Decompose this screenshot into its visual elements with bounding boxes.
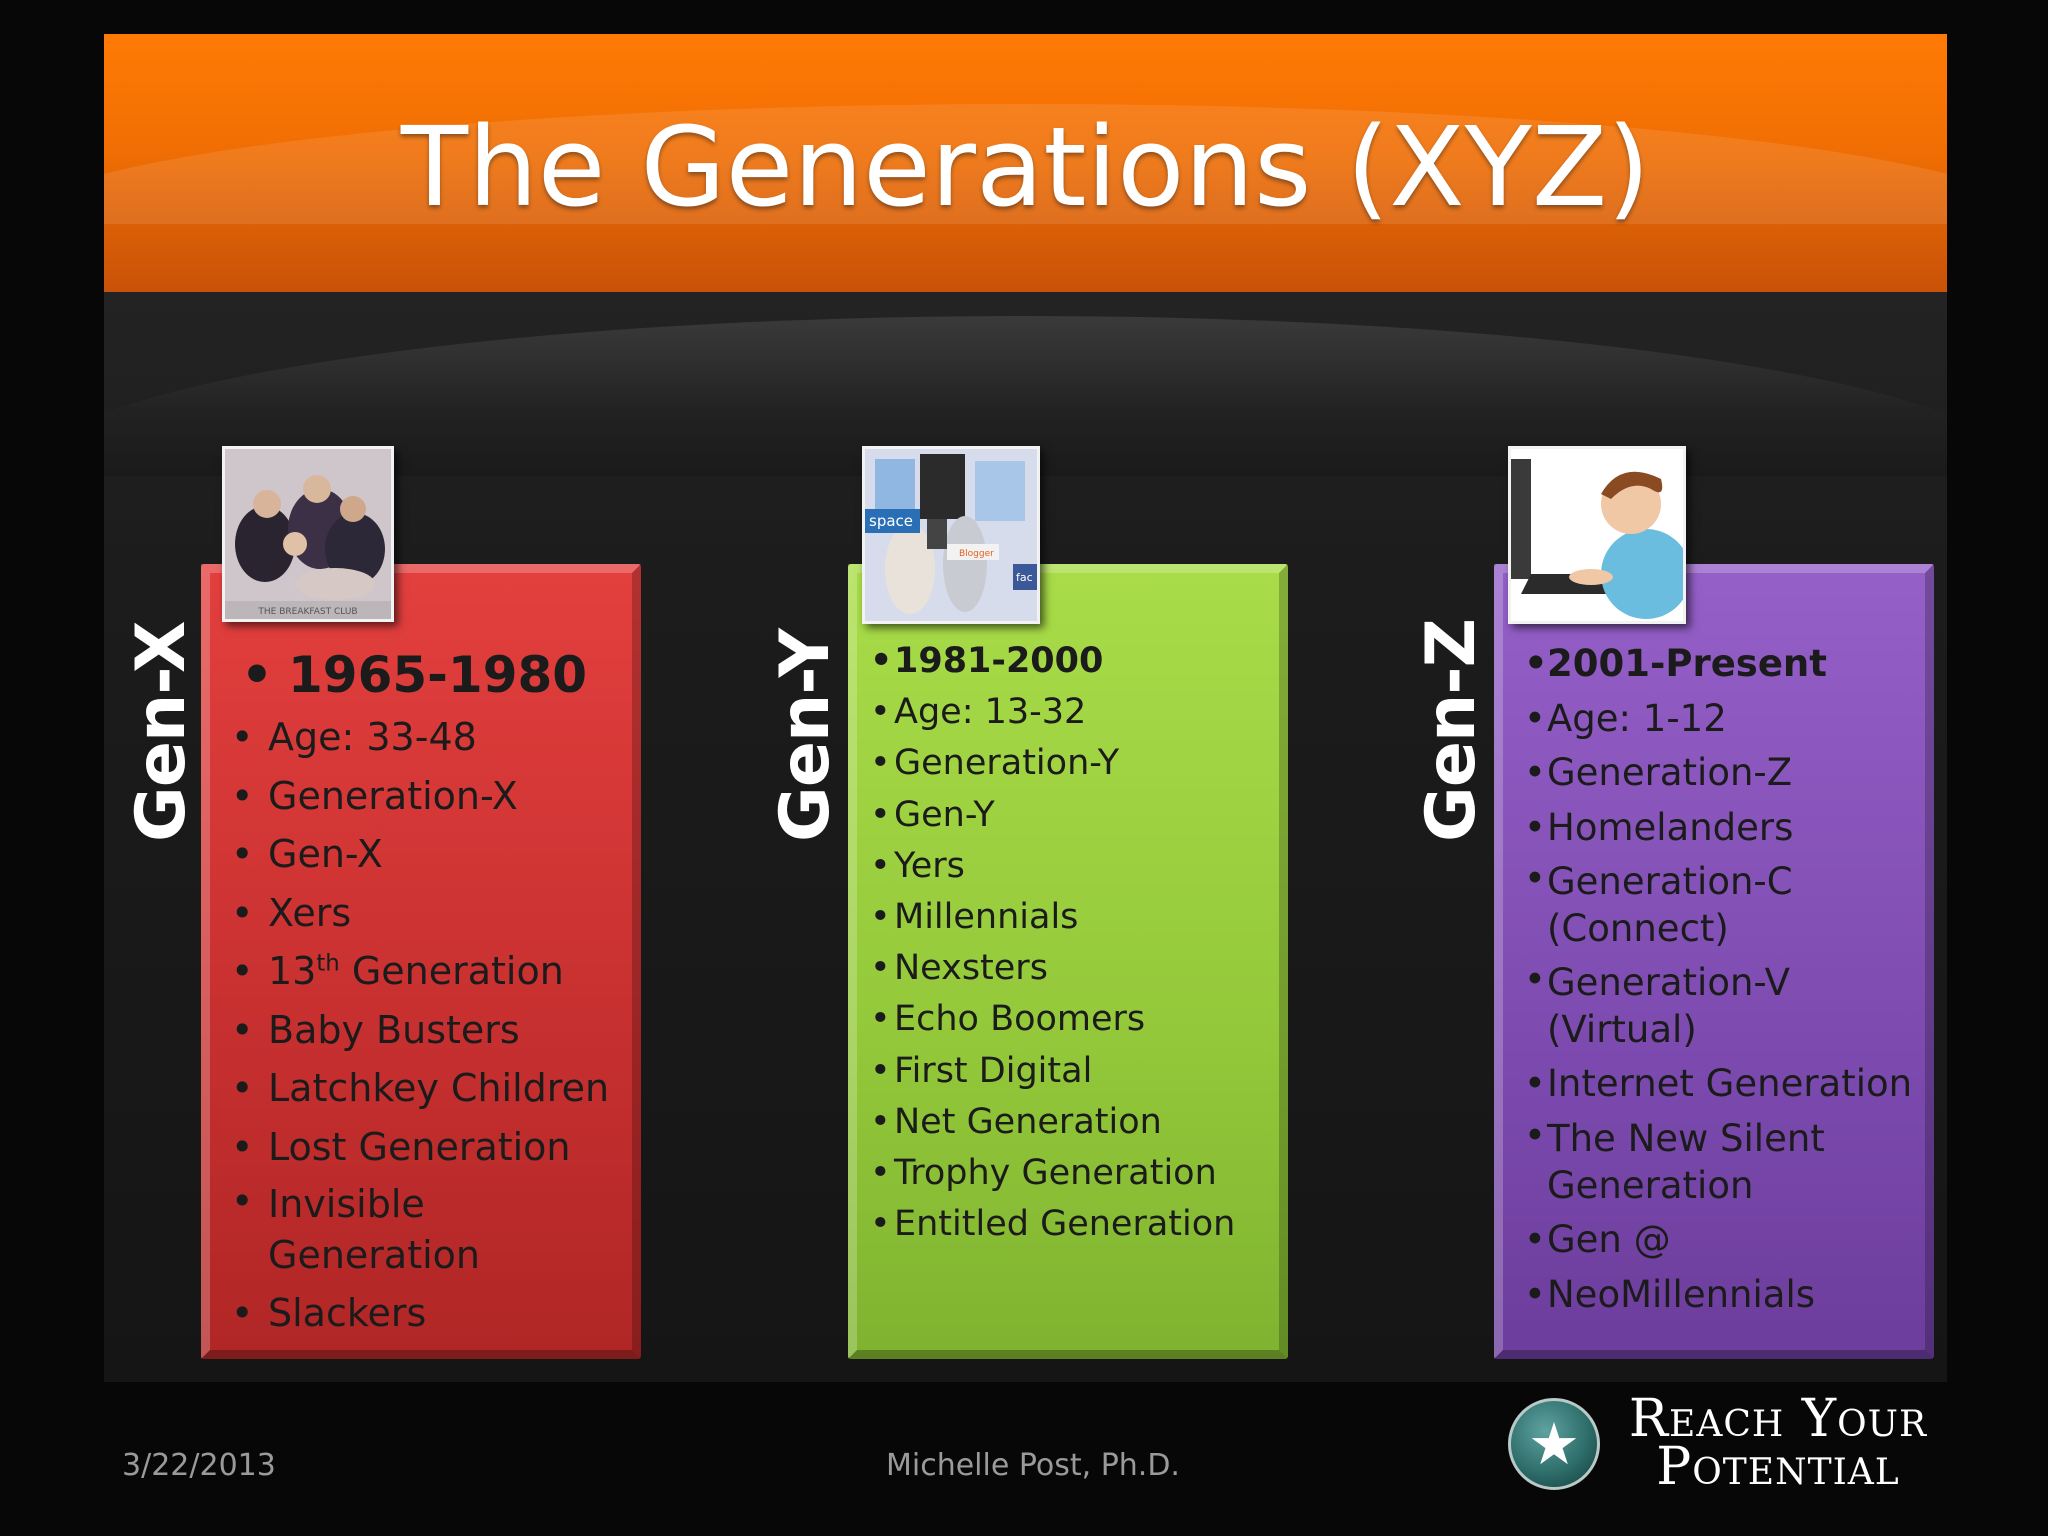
collage-text: space <box>869 512 913 530</box>
list-item: •Gen-Y <box>870 794 995 835</box>
slide: The Generations (XYZ) Gen-X Gen-Y Gen-Z … <box>104 34 1947 1382</box>
collage-text: fac <box>1016 571 1033 584</box>
list-item: •Slackers <box>231 1291 427 1335</box>
list-item: •Baby Busters <box>231 1007 520 1052</box>
list-item: •Generation-C(Connect) <box>1524 857 1793 951</box>
list-item: •Nexsters <box>870 948 1048 989</box>
gen-y-label: Gen-Y <box>766 629 845 842</box>
list-item: •1965-1980 <box>241 646 588 704</box>
gen-z-card: •2001-Present •Age: 1-12 •Generation-Z •… <box>1494 564 1934 1359</box>
social-media-collage-photo: space Blogger fac <box>862 446 1040 624</box>
list-item: •Age: 13-32 <box>870 692 1087 733</box>
breakfast-club-photo: THE BREAKFAST CLUB <box>222 446 394 622</box>
gen-z-label: Gen-Z <box>1412 619 1491 842</box>
company-logo-text: Reach Your Potential <box>1618 1389 1938 1497</box>
list-item: •Lost Generation <box>231 1124 571 1169</box>
logo-line-1: Reach Your <box>1628 1389 1928 1449</box>
list-item: •Generation-V(Virtual) <box>1524 958 1790 1052</box>
gen-x-label: Gen-X <box>122 621 201 842</box>
gen-z-list: •2001-Present •Age: 1-12 •Generation-Z •… <box>1524 637 1926 1322</box>
collage-text: Blogger <box>959 549 994 559</box>
title-band: The Generations (XYZ) <box>104 34 1947 292</box>
list-item: •First Digital <box>870 1050 1093 1091</box>
gen-y-card: •1981-2000 •Age: 13-32 •Generation-Y •Ge… <box>848 564 1288 1359</box>
list-item: •Internet Generation <box>1524 1062 1913 1106</box>
child-laptop-image <box>1511 449 1683 621</box>
list-item: •Age: 1-12 <box>1524 696 1727 740</box>
gen-x-card: •1965-1980 •Age: 33-48 •Generation-X •Ge… <box>201 564 641 1359</box>
list-item: •Net Generation <box>870 1101 1162 1142</box>
reaching-figure-icon: ★ <box>1508 1398 1600 1490</box>
list-item: •Echo Boomers <box>870 999 1146 1040</box>
list-item: •Generation-Y <box>870 743 1120 784</box>
list-item: •Millennials <box>870 897 1079 938</box>
footer-date: 3/22/2013 <box>122 1448 276 1483</box>
list-item: •Gen-X <box>231 832 383 876</box>
gen-x-list: •1965-1980 •Age: 33-48 •Generation-X •Ge… <box>231 642 633 1343</box>
photo-caption: THE BREAKFAST CLUB <box>257 607 357 617</box>
list-item: •Homelanders <box>1524 805 1794 849</box>
list-item: •Gen @ <box>1524 1217 1671 1261</box>
list-item: •Generation-Z <box>1524 751 1793 795</box>
collage-image: space Blogger fac <box>865 449 1037 621</box>
footer-author: Michelle Post, Ph.D. <box>886 1448 1180 1483</box>
list-item: •Trophy Generation <box>870 1153 1217 1194</box>
list-item: •1981-2000 <box>870 641 1104 681</box>
list-item: •Yers <box>870 845 965 886</box>
logo-line-2: Potential <box>1656 1437 1900 1497</box>
list-item: •NeoMillennials <box>1524 1272 1816 1316</box>
breakfast-club-image: THE BREAKFAST CLUB <box>225 449 391 619</box>
list-item: •Entitled Generation <box>870 1204 1236 1245</box>
child-at-laptop-photo <box>1508 446 1686 624</box>
list-item: •2001-Present <box>1524 642 1827 685</box>
slide-title: The Generations (XYZ) <box>400 103 1651 231</box>
list-item: •Generation-X <box>231 773 518 818</box>
list-item: •Xers <box>231 890 352 935</box>
list-item: •Latchkey Children <box>231 1066 610 1110</box>
gen-y-list: •1981-2000 •Age: 13-32 •Generation-Y •Ge… <box>870 636 1280 1250</box>
list-item: •Age: 33-48 <box>231 715 477 759</box>
list-item: •13th Generation <box>231 949 564 993</box>
